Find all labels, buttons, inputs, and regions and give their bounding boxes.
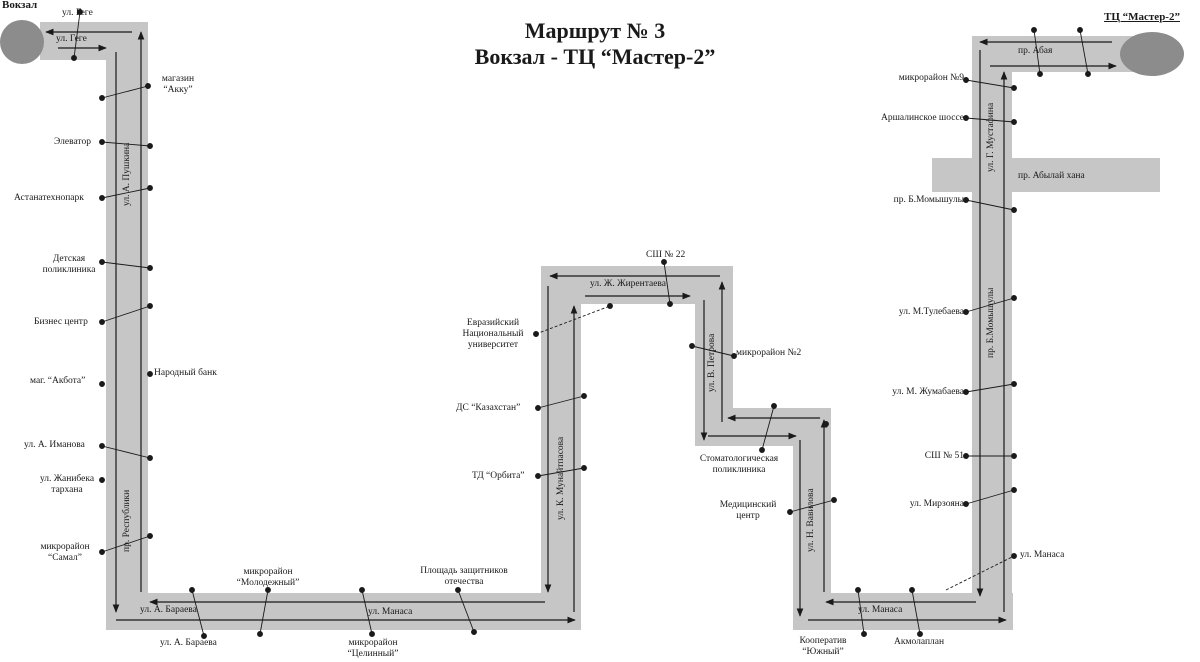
stop-mkr2: микрорайон №2: [736, 348, 802, 358]
stop-line: Медицинский: [719, 500, 777, 510]
street-zhirentaeva: ул. Ж. Жирентаева: [590, 279, 667, 289]
stop-med-tsentr: Медицинский центр: [716, 500, 780, 522]
street-abylai-khana: пр. Абылай хана: [1018, 171, 1085, 181]
stop-line: Национальный: [462, 329, 524, 339]
stop-momyshuly: пр. Б.Момышулы: [893, 195, 964, 205]
stop-sh22: СШ № 22: [646, 250, 686, 260]
stop-molodezhny: микрорайон “Молодежный”: [226, 567, 310, 589]
stop-sh51: СШ № 51: [924, 451, 964, 461]
stop-line: микрорайон: [40, 542, 90, 552]
stop-line: “Южный”: [802, 647, 844, 657]
road-momyshuly: [972, 36, 1012, 630]
stop-line: “Молодежный”: [236, 578, 300, 588]
street-gege-inner: ул. Геге: [56, 34, 87, 44]
stop-line: “Акку”: [163, 85, 193, 95]
stop-astanatekhnopark: Астанатехнопарк: [14, 193, 84, 203]
stop-enu: Евразийский Национальный университет: [454, 318, 532, 351]
map-title-line2: Вокзал - ТЦ “Мастер-2”: [474, 44, 716, 69]
stop-mkr9: микрорайон №9: [898, 73, 964, 83]
street-abaya: пр. Абая: [1018, 46, 1053, 56]
stop-koop-yuzhny: Кооператив “Южный”: [790, 636, 856, 658]
street-manasa-1: ул. Манаса: [368, 607, 413, 617]
street-gege-top: ул. Геге: [62, 8, 93, 18]
stop-imanova: ул. А. Иманова: [24, 440, 85, 450]
stop-line: Евразийский: [466, 318, 520, 328]
stop-line: университет: [467, 340, 519, 350]
stop-line: Кооператив: [799, 636, 847, 646]
stop-line: Стоматологическая: [699, 454, 779, 464]
terminal-label-vokzal: Вокзал: [2, 0, 38, 11]
street-manasa-2: ул. Манаса: [858, 605, 903, 615]
stop-zhumabaeva: ул. М. Жумабаева: [892, 387, 964, 397]
terminal-vokzal: [0, 20, 44, 64]
stop-line: микрорайон: [243, 567, 293, 577]
stop-line: “Самал”: [48, 553, 82, 563]
stop-line: “Целинный”: [347, 649, 399, 659]
street-petrova: ул. В. Петрова: [707, 333, 717, 392]
road-manasa-west: [106, 593, 580, 630]
stop-stomat: Стоматологическая поликлиника: [686, 454, 792, 476]
stop-mag-akbota: маг. “Акбота”: [30, 376, 86, 386]
stop-line: Детская: [52, 254, 86, 264]
stop-line: ул. Жанибека: [39, 474, 95, 484]
street-momyshuly: пр. Б.Момышулы: [986, 287, 996, 358]
stop-samal: микрорайон “Самал”: [28, 542, 102, 564]
terminal-master2: [1120, 32, 1184, 76]
stop-ploshchad: Площадь защитников отечества: [408, 566, 520, 588]
stop-zhanibeka: ул. Жанибека тархана: [30, 474, 104, 496]
route-arrows: [45, 28, 1117, 624]
stop-biznes-tsentr: Бизнес центр: [34, 317, 88, 327]
stop-narodny-bank: Народный банк: [154, 368, 217, 378]
stop-elevator: Элеватор: [54, 137, 91, 147]
street-vavilova: ул. Н. Вавилова: [806, 488, 816, 552]
stop-tulebaeva: ул. М.Тулебаева: [898, 307, 964, 317]
street-pushkina: ул. А. Пушкина: [122, 142, 132, 206]
stop-markers: [71, 9, 1091, 639]
stop-akmolaplan: Акмолаплан: [894, 637, 945, 647]
road-abylai-khana: [932, 158, 1160, 192]
stop-mirzoyana: ул. Мирзояна: [909, 499, 964, 509]
stop-magazin-akku: магазин “Акку”: [150, 74, 206, 96]
stop-line: поликлиника: [712, 465, 766, 475]
stop-line: магазин: [161, 74, 195, 84]
stop-detskaya-poliklinika: Детская поликлиника: [34, 254, 104, 276]
street-mustafina: ул. Г. Мустафина: [986, 102, 996, 172]
stop-line: тархана: [51, 485, 83, 495]
stop-arshalinskoe: Аршалинское шоссе: [880, 113, 964, 123]
map-title-line1: Маршрут № 3: [524, 18, 666, 43]
street-munaitpasova: ул. К. Мунайтпасова: [556, 436, 566, 520]
stop-line: микрорайон: [348, 638, 398, 648]
stop-manasa: ул. Манаса: [1020, 550, 1065, 560]
stop-line: центр: [736, 511, 760, 521]
stop-td-orbita: ТД “Орбита”: [472, 471, 525, 481]
stop-tselinny: микрорайон “Целинный”: [334, 638, 412, 660]
stop-baraeva: ул. А. Бараева: [160, 638, 217, 648]
stop-line: Площадь защитников: [420, 566, 508, 576]
street-baraeva: ул. А. Бараева: [140, 605, 197, 615]
terminal-label-master2: ТЦ “Мастер-2”: [1104, 11, 1180, 23]
street-respubliki: пр. Республики: [122, 489, 132, 552]
stop-ds-kazakhstan: ДС “Казахстан”: [456, 403, 521, 413]
stop-line: отечества: [444, 577, 484, 587]
stop-line: поликлиника: [42, 265, 96, 275]
